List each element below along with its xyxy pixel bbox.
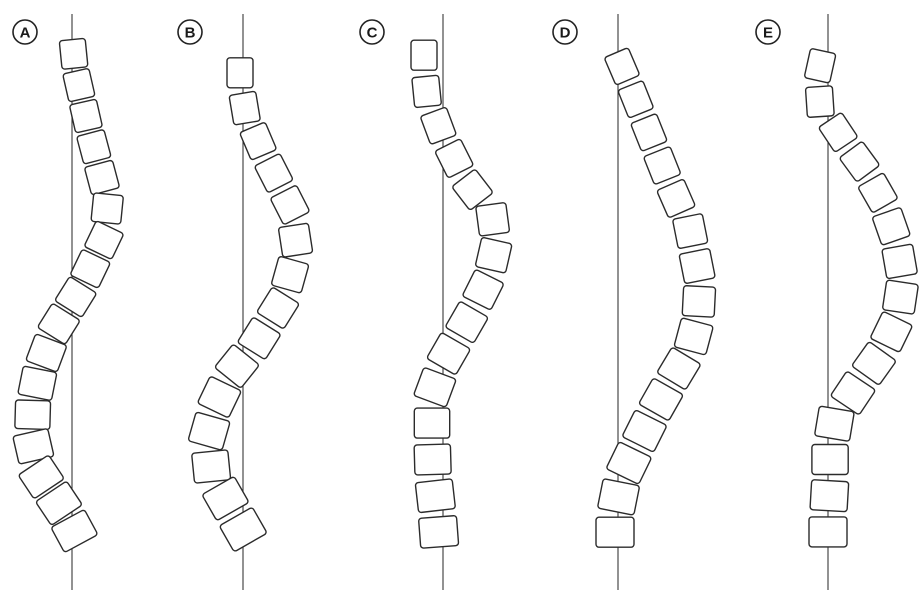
vertebra bbox=[435, 139, 474, 179]
vertebra bbox=[254, 153, 293, 193]
vertebra bbox=[643, 146, 681, 184]
vertebra bbox=[462, 269, 504, 310]
vertebra bbox=[812, 445, 848, 475]
panel-badge: B bbox=[178, 20, 202, 44]
panel-d: D bbox=[553, 14, 716, 590]
vertebra bbox=[84, 160, 119, 195]
vertebra bbox=[858, 172, 898, 213]
vertebra bbox=[412, 75, 442, 108]
vertebra bbox=[679, 248, 715, 284]
panel-b: B bbox=[178, 14, 313, 590]
vertebral-column bbox=[188, 58, 313, 552]
vertebra bbox=[596, 517, 634, 547]
vertebral-column bbox=[411, 40, 512, 548]
vertebra bbox=[618, 80, 654, 118]
panel-e: E bbox=[756, 14, 918, 590]
vertebra bbox=[810, 480, 849, 512]
panel-label: A bbox=[20, 25, 31, 42]
panel-c: C bbox=[360, 14, 512, 590]
vertebra bbox=[413, 367, 456, 407]
vertebra bbox=[15, 400, 51, 430]
vertebra bbox=[414, 444, 451, 475]
vertebra bbox=[597, 479, 639, 516]
vertebra bbox=[805, 86, 834, 118]
panel-label: C bbox=[367, 25, 378, 42]
vertebra bbox=[445, 301, 488, 343]
vertebra bbox=[882, 244, 918, 279]
vertebra bbox=[270, 185, 310, 225]
vertebral-column bbox=[596, 47, 716, 547]
vertebra bbox=[414, 408, 449, 438]
panel-label: B bbox=[185, 25, 196, 42]
vertebra bbox=[475, 237, 512, 273]
vertebra bbox=[18, 366, 57, 401]
vertebra bbox=[804, 48, 836, 83]
vertebra bbox=[229, 91, 260, 125]
vertebra bbox=[59, 38, 88, 69]
panel-badge: C bbox=[360, 20, 384, 44]
vertebra bbox=[809, 517, 847, 547]
vertebral-column bbox=[804, 48, 918, 547]
vertebral-column bbox=[13, 38, 124, 552]
vertebra bbox=[674, 318, 714, 355]
vertebra bbox=[227, 58, 253, 88]
vertebra bbox=[604, 47, 640, 85]
vertebra bbox=[415, 479, 455, 513]
panel-badge: D bbox=[553, 20, 577, 44]
vertebra bbox=[872, 207, 911, 245]
panel-a: A bbox=[13, 14, 124, 590]
vertebra bbox=[814, 406, 854, 441]
vertebra bbox=[631, 113, 668, 151]
panel-badge: A bbox=[13, 20, 37, 44]
vertebra bbox=[188, 412, 230, 451]
vertebra bbox=[271, 256, 309, 293]
vertebra bbox=[419, 516, 459, 549]
vertebra bbox=[682, 286, 715, 318]
vertebra bbox=[76, 129, 111, 164]
vertebra bbox=[476, 202, 510, 236]
vertebra bbox=[882, 280, 918, 314]
vertebra bbox=[192, 450, 231, 483]
vertebra bbox=[818, 112, 858, 152]
vertebra bbox=[420, 107, 456, 145]
panel-label: D bbox=[560, 25, 571, 42]
vertebra bbox=[411, 40, 437, 70]
vertebra bbox=[657, 179, 696, 218]
vertebra bbox=[91, 193, 123, 224]
vertebra bbox=[240, 122, 277, 160]
vertebra bbox=[69, 99, 102, 133]
vertebra bbox=[63, 68, 95, 102]
vertebra bbox=[839, 141, 880, 182]
vertebra bbox=[672, 213, 708, 248]
panel-label: E bbox=[763, 25, 773, 42]
vertebra bbox=[278, 223, 313, 257]
panel-badge: E bbox=[756, 20, 780, 44]
